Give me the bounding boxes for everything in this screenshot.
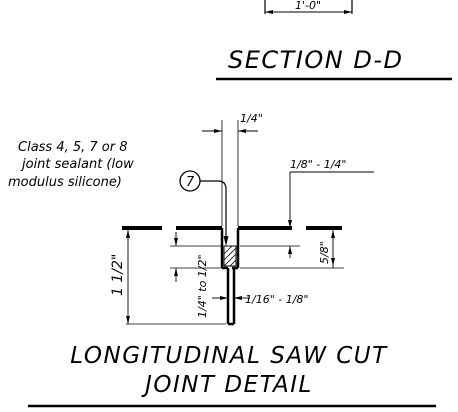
reservoir-depth-label: 1/4" to 1/2" <box>196 254 209 318</box>
top-partial-dimension: 1'-0" <box>264 0 353 14</box>
reservoir-depth-dimension: 1/4" to 1/2" <box>170 232 222 318</box>
sealant-depth-label: 5/8" <box>318 241 331 264</box>
keynote-number: 7 <box>186 175 195 190</box>
saw-cut-width-dimension: 1/16" - 1/8" <box>212 293 309 306</box>
sealant-callout-line3: modulus silicone) <box>8 175 122 190</box>
detail-title-line2: JOINT DETAIL <box>141 372 313 398</box>
saw-cut-width-label: 1/16" - 1/8" <box>245 293 309 306</box>
total-depth-label: 1 1/2" <box>110 254 126 296</box>
sealant-callout-line2: joint sealant (low <box>20 157 134 172</box>
cut-width-dimension: 1/4" <box>202 112 263 226</box>
section-title: SECTION D-D <box>228 46 404 74</box>
sealant-callout-line1: Class 4, 5, 7 or 8 <box>18 140 128 155</box>
recess-label: 1/8" - 1/4" <box>290 158 347 171</box>
total-depth-dimension: 1 1/2" <box>110 230 226 325</box>
recess-dimension: 1/8" - 1/4" <box>240 158 374 258</box>
top-dimension-label: 1'-0" <box>295 0 321 12</box>
sealant-callout: Class 4, 5, 7 or 8 joint sealant (low mo… <box>8 140 229 246</box>
keynote-leader <box>200 180 227 238</box>
sealant-depth-dimension: 5/8" <box>240 228 344 269</box>
cut-width-label: 1/4" <box>240 112 263 125</box>
detail-title-line1: LONGITUDINAL SAW CUT <box>70 343 388 369</box>
joint-profile <box>220 228 240 326</box>
